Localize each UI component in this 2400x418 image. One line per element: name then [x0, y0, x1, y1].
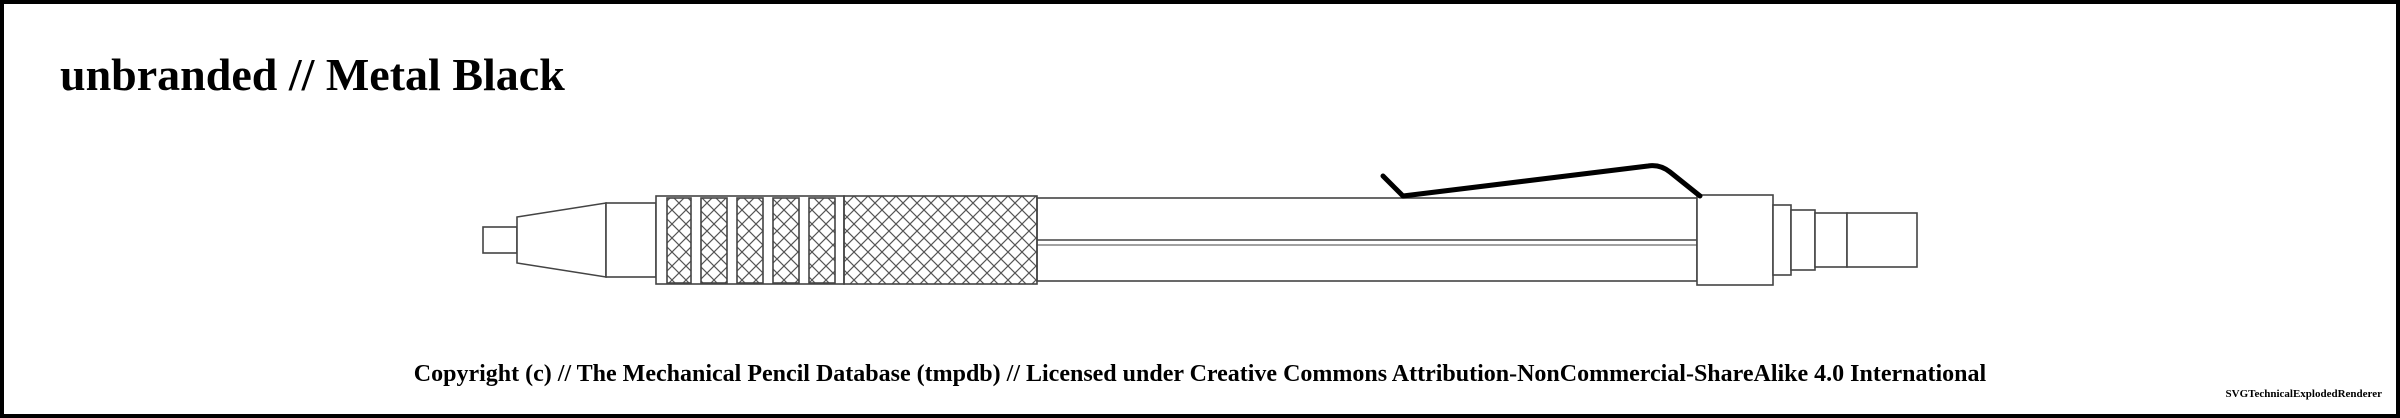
end-collar: [1772, 204, 1792, 276]
copyright-notice: Copyright (c) // The Mechanical Pencil D…: [413, 361, 1987, 387]
tip-cone: [516, 202, 607, 278]
grip-ring: [700, 197, 728, 284]
grip-ring: [666, 197, 692, 284]
grip-ring: [808, 197, 836, 284]
eraser-cap: [1814, 212, 1848, 268]
pocket-clip: [1380, 163, 1703, 199]
grip-main-knurl: [843, 195, 1038, 285]
end-step: [1790, 209, 1816, 271]
page-title: unbranded // Metal Black: [60, 49, 565, 100]
grip-ring: [772, 197, 800, 284]
lead-sleeve: [482, 226, 518, 254]
clip-ring: [1696, 194, 1774, 286]
front-section: [605, 202, 657, 278]
eraser: [1846, 212, 1918, 268]
grip-ring: [736, 197, 764, 284]
renderer-label: SVGTechnicalExplodedRenderer: [2225, 388, 2382, 400]
